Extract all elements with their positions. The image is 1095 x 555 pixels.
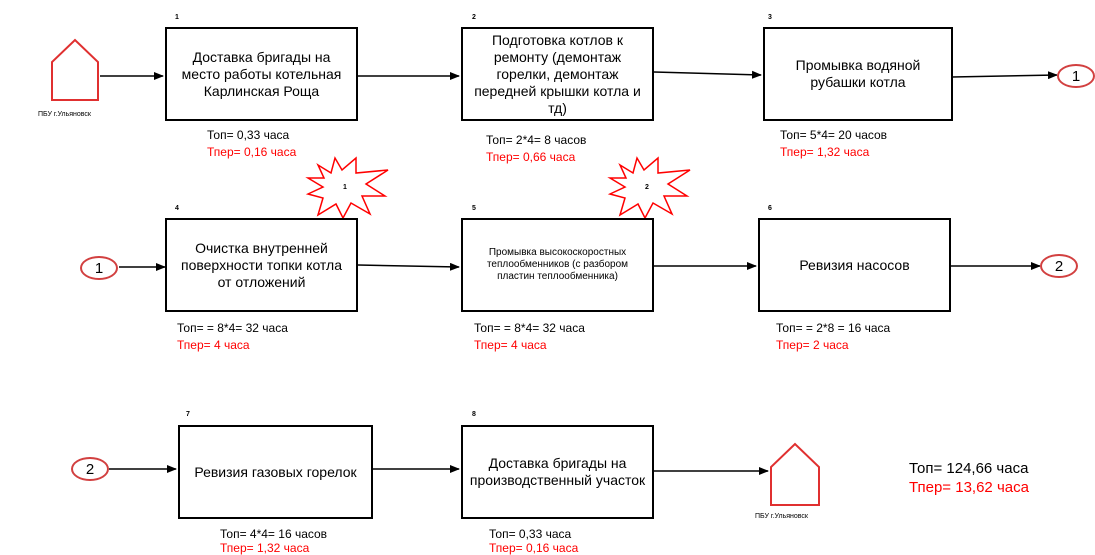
base-start-label: ПБУ г.Ульяновск [38, 111, 91, 118]
step-4-t-op: Топ= = 8*4= 32 часа [177, 321, 288, 335]
step-8-box: Доставка бригады на производственный уча… [461, 425, 654, 519]
step-5-t-op: Топ= = 8*4= 32 часа [474, 321, 585, 335]
step-7-t-op: Топ= 4*4= 16 часов [220, 527, 328, 541]
step-6-box: Ревизия насосов [758, 218, 951, 312]
step-6-text: Ревизия насосов [799, 256, 910, 273]
step-6-number: 6 [768, 205, 772, 212]
connector-1-out: 1 [1057, 64, 1095, 88]
arrow-2-to-3 [653, 70, 762, 79]
step-3-t-op: Топ= 5*4= 20 часов [780, 128, 888, 142]
step-1-text: Доставка бригады на место работы котельн… [181, 48, 342, 99]
connector-2-in: 2 [71, 457, 109, 481]
star-1-number: 1 [343, 184, 347, 191]
step-6-t-op: Топ= = 2*8 = 16 часа [776, 321, 891, 335]
step-5-number: 5 [472, 205, 476, 212]
step-2-t-per: Тпер= 0,66 часа [486, 150, 576, 164]
step-4-box: Очистка внутренней поверхности топки кот… [165, 218, 358, 312]
step-8-text: Доставка бригады на производственный уча… [469, 455, 646, 488]
arrow-4-to-5 [357, 262, 460, 271]
base-end-label: ПБУ г.Ульяновск [755, 513, 808, 520]
step-2-number: 2 [472, 14, 476, 21]
step-2-t-op: Топ= 2*4= 8 часов [486, 133, 587, 147]
step-3-number: 3 [768, 14, 772, 21]
step-8-number: 8 [472, 411, 476, 418]
step-3-t-per: Тпер= 1,32 часа [780, 145, 870, 159]
star-2-number: 2 [645, 184, 649, 191]
step-4-number: 4 [175, 205, 179, 212]
house-end-icon [770, 442, 820, 506]
step-1-t-op: Топ= 0,33 часа [207, 128, 290, 142]
step-1-number: 1 [175, 14, 179, 21]
explosion-star-1-icon [305, 156, 389, 220]
step-7-box: Ревизия газовых горелок [178, 425, 373, 519]
step-8-t-op: Топ= 0,33 часа [489, 527, 572, 541]
step-7-number: 7 [186, 411, 190, 418]
explosion-star-2-icon [607, 156, 691, 220]
step-4-text: Очистка внутренней поверхности топки кот… [181, 239, 342, 290]
step-3-box: Промывка водяной рубашки котла [763, 27, 953, 121]
step-3-text: Промывка водяной рубашки котла [795, 57, 921, 90]
connector-1-in: 1 [80, 256, 118, 280]
total-t-op: Топ= 124,66 часа [909, 460, 1029, 477]
total-t-per: Тпер= 13,62 часа [909, 479, 1029, 496]
step-6-t-per: Тпер= 2 часа [776, 338, 849, 352]
step-2-box: Подготовка котлов к ремонту (демонтаж го… [461, 27, 654, 121]
house-start-icon [51, 38, 99, 101]
arrow-3-to-c1 [951, 71, 1058, 80]
step-4-t-per: Тпер= 4 часа [177, 338, 250, 352]
step-5-box: Промывка высокоскоростных теплообменнико… [461, 218, 654, 312]
connector-2-out: 2 [1040, 254, 1078, 278]
step-2-text: Подготовка котлов к ремонту (демонтаж го… [474, 31, 641, 116]
step-7-text: Ревизия газовых горелок [194, 463, 357, 480]
step-8-t-per: Тпер= 0,16 часа [489, 541, 579, 555]
step-7-t-per: Тпер= 1,32 часа [220, 541, 310, 555]
step-1-box: Доставка бригады на место работы котельн… [165, 27, 358, 121]
step-5-text: Промывка высокоскоростных теплообменнико… [486, 247, 629, 282]
step-1-t-per: Тпер= 0,16 часа [207, 145, 297, 159]
step-5-t-per: Тпер= 4 часа [474, 338, 547, 352]
